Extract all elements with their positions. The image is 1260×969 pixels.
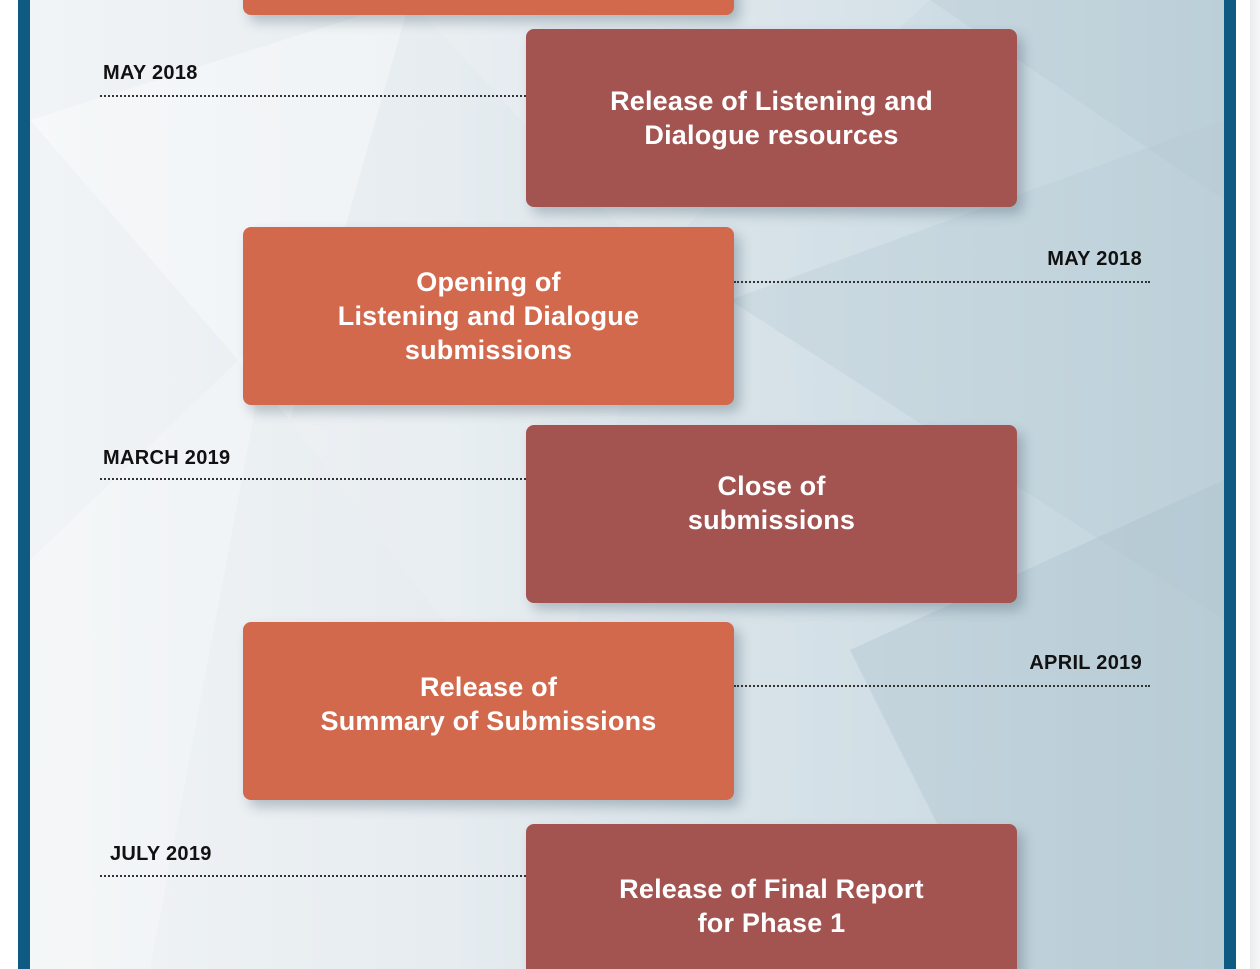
timeline-event-label: Opening of Listening and Dialogue submis… [337, 267, 640, 365]
timeline-connector [734, 281, 1150, 283]
timeline-box-previous [243, 0, 734, 15]
timeline-event-label: Release of Listening and Dialogue resour… [610, 86, 933, 150]
timeline-event-box: Opening of Listening and Dialogue submis… [243, 227, 734, 405]
timeline-event-label: Close of submissions [687, 471, 856, 535]
timeline-date: JULY 2019 [110, 843, 212, 865]
timeline-connector [100, 478, 526, 480]
timeline-event-label: Release of Final Report for Phase 1 [619, 874, 924, 938]
timeline-date: MARCH 2019 [103, 447, 231, 469]
timeline-connector [100, 875, 526, 877]
timeline-event-box: Release of Final Report for Phase 1 [526, 824, 1017, 969]
timeline-event-box: Release of Listening and Dialogue resour… [526, 29, 1017, 207]
timeline-event-box: Release of Summary of Submissions [243, 622, 734, 800]
timeline-event-label: Release of Summary of Submissions [320, 672, 657, 736]
timeline-date: MAY 2018 [103, 62, 198, 84]
timeline-event-box: Close of submissions [526, 425, 1017, 603]
page-frame: MAY 2018 Release of Listening and Dialog… [18, 0, 1236, 969]
timeline-connector [734, 685, 1150, 687]
timeline-date: MAY 2018 [1047, 248, 1142, 270]
timeline-connector [100, 95, 526, 97]
timeline-background: MAY 2018 Release of Listening and Dialog… [30, 0, 1224, 969]
page-edge [1250, 0, 1260, 969]
timeline-date: APRIL 2019 [1029, 652, 1142, 674]
